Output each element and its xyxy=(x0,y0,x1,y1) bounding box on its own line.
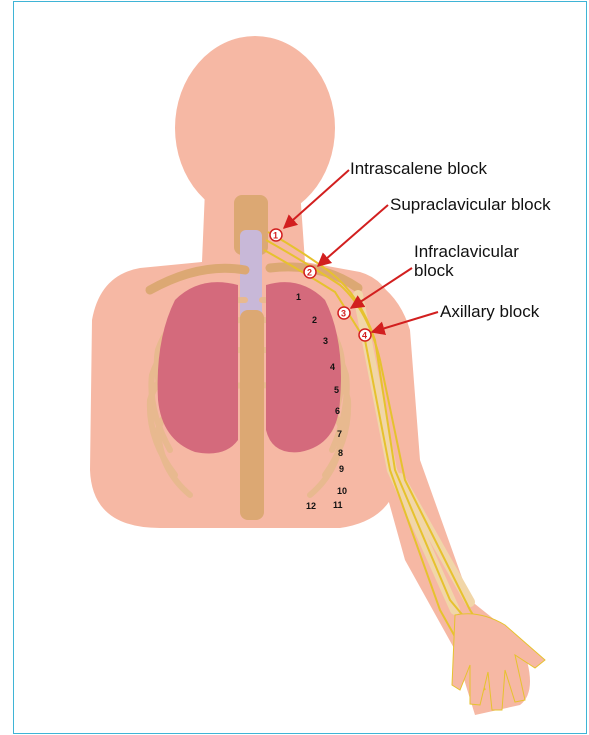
label-axillary: Axillary block xyxy=(440,302,540,321)
block-marker-2: 2 xyxy=(304,266,316,278)
rib-number: 10 xyxy=(337,486,347,496)
rib-number: 3 xyxy=(323,336,328,346)
block-marker-4: 4 xyxy=(359,329,371,341)
rib-number: 8 xyxy=(338,448,343,458)
label-supraclavicular: Supraclavicular block xyxy=(390,195,551,214)
svg-text:2: 2 xyxy=(307,268,312,278)
rib-number: 11 xyxy=(333,500,343,510)
rib-number: 6 xyxy=(335,406,340,416)
rib-number: 1 xyxy=(296,292,301,302)
block-marker-1: 1 xyxy=(270,229,282,241)
rib-number: 12 xyxy=(306,501,316,511)
thoracic-spine xyxy=(240,310,264,520)
block-marker-3: 3 xyxy=(338,307,350,319)
hand xyxy=(452,614,545,710)
svg-text:3: 3 xyxy=(341,309,346,319)
svg-text:4: 4 xyxy=(362,331,367,341)
rib-number: 9 xyxy=(339,464,344,474)
rib-number: 7 xyxy=(337,429,342,439)
label-infraclavicular-line1: Infraclavicular xyxy=(414,242,519,261)
arrow-supraclavicular xyxy=(318,205,388,266)
label-interscalene: Intrascalene block xyxy=(350,159,488,178)
label-infraclavicular-line2: block xyxy=(414,261,454,280)
rib-number: 2 xyxy=(312,315,317,325)
rib-number: 5 xyxy=(334,385,339,395)
rib-number: 4 xyxy=(330,362,335,372)
svg-text:1: 1 xyxy=(273,231,278,241)
